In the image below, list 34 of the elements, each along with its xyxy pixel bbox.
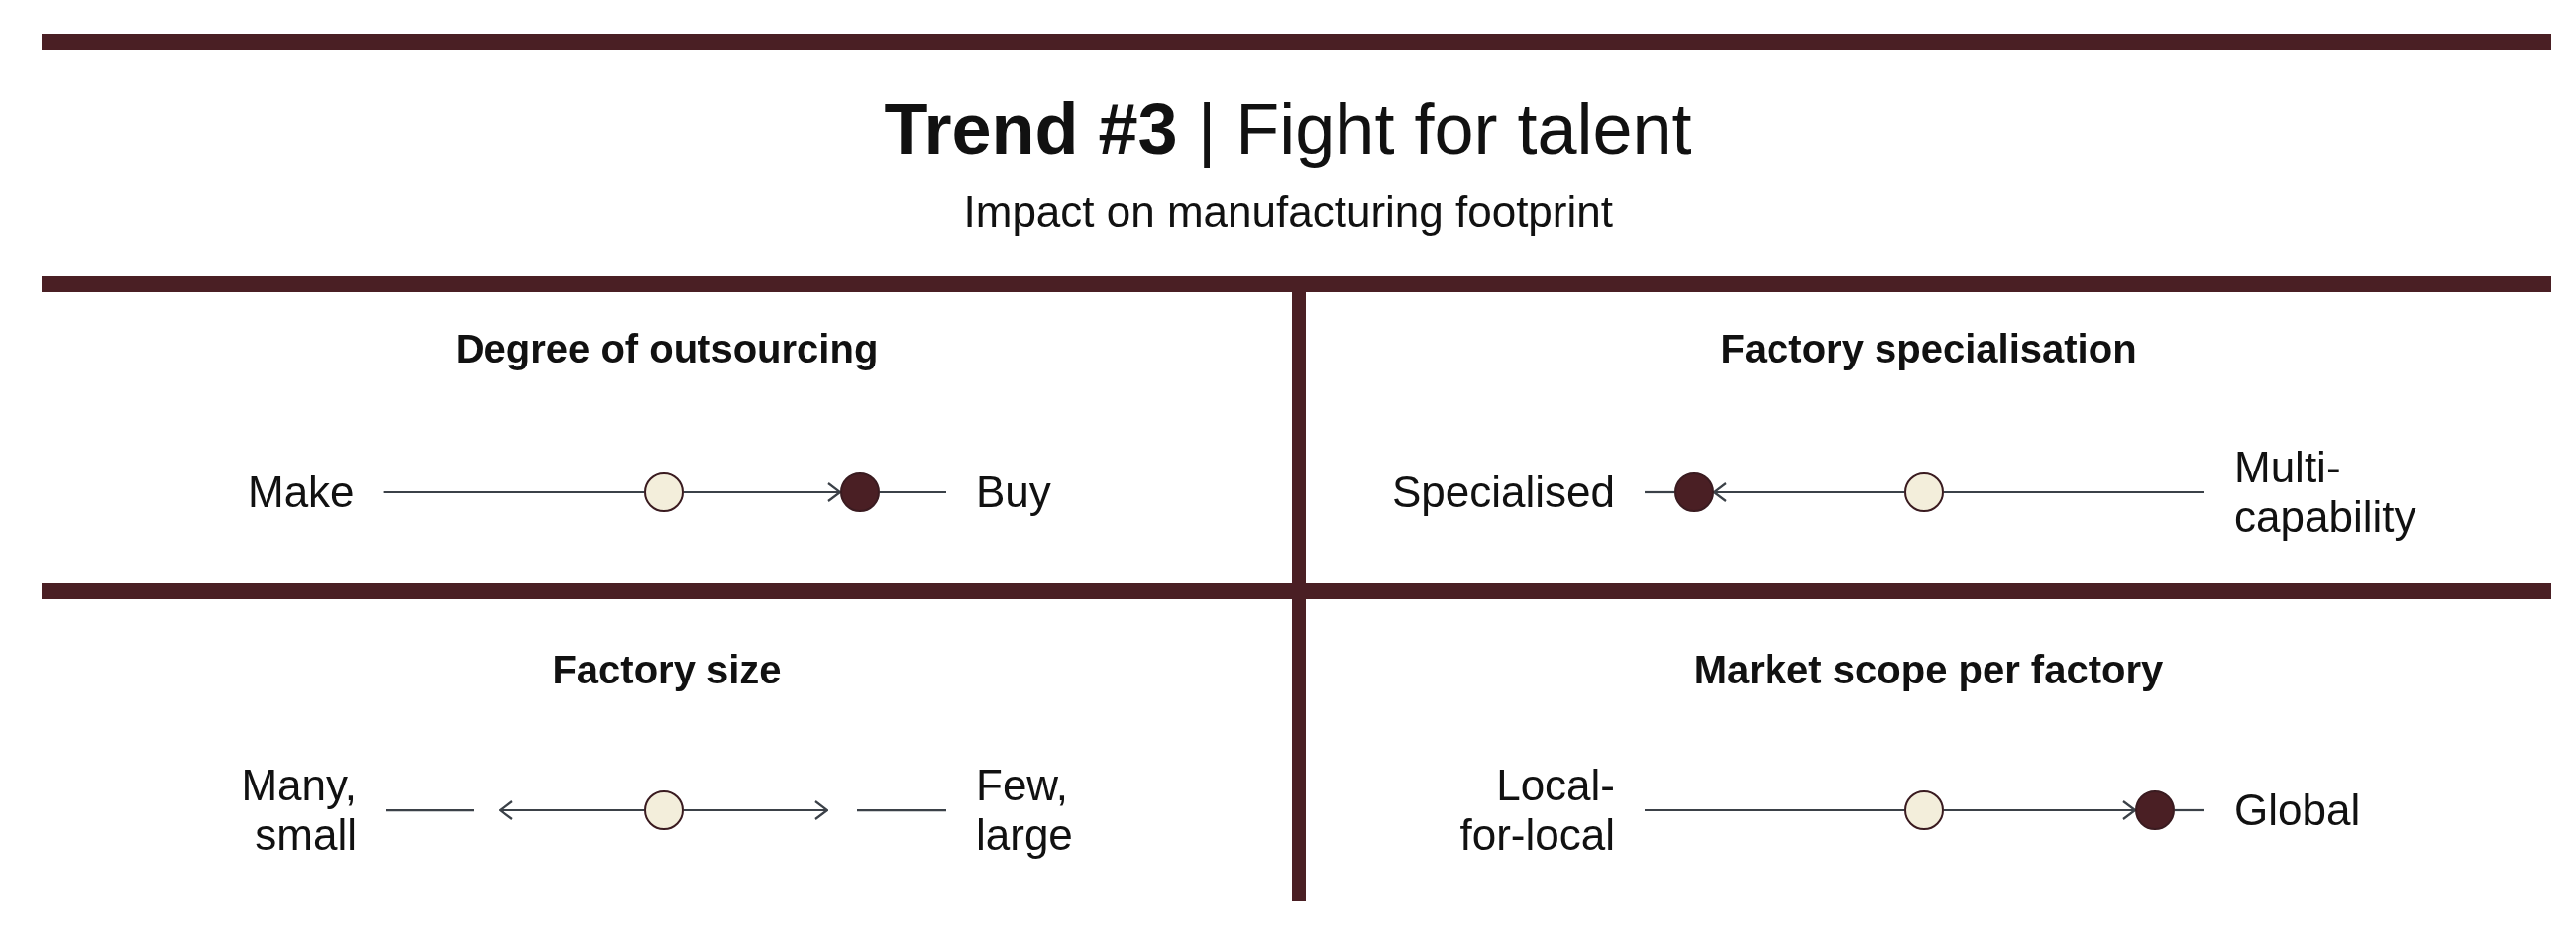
connector-line [857,809,946,812]
arrow [498,799,644,821]
arrow [684,481,842,503]
panel-heading: Market scope per factory [1693,648,2164,692]
connector-line [880,490,946,494]
position-circle [1904,790,1944,830]
position-circle [644,472,684,512]
connector-line [1645,490,1674,494]
position-circle [2135,790,2175,830]
scale-end-label: Local-for-local [1442,760,1615,861]
panel-heading: Degree of outsourcing [455,327,879,371]
scale-end-label: Many, small [198,760,357,861]
subtitle: Impact on manufacturing footprint [963,186,1613,238]
connector-line [383,490,644,494]
scale-end-label: Buy [976,467,1051,518]
position-circle [1674,472,1714,512]
position-circle [644,790,684,830]
panel-heading: Factory size [552,648,782,692]
scale-end-label: Multi-capability [2234,442,2452,543]
title: Trend #3 | Fight for talent [884,88,1692,170]
arrow [1944,799,2137,821]
position-circle [1904,472,1944,512]
panel-heading: Factory specialisation [1720,327,2137,371]
scale-end-label: Make [248,467,355,518]
connector-line [1645,808,1904,812]
scale-end-label: Few, large [976,760,1134,861]
arrow [1712,481,1904,503]
connector-line [2175,808,2204,812]
arrow [684,799,829,821]
connector-line [386,809,474,812]
scale-end-label: Specialised [1392,467,1616,518]
scale-end-label: Global [2234,785,2361,836]
position-circle [840,472,880,512]
connector-line [1944,490,2204,494]
